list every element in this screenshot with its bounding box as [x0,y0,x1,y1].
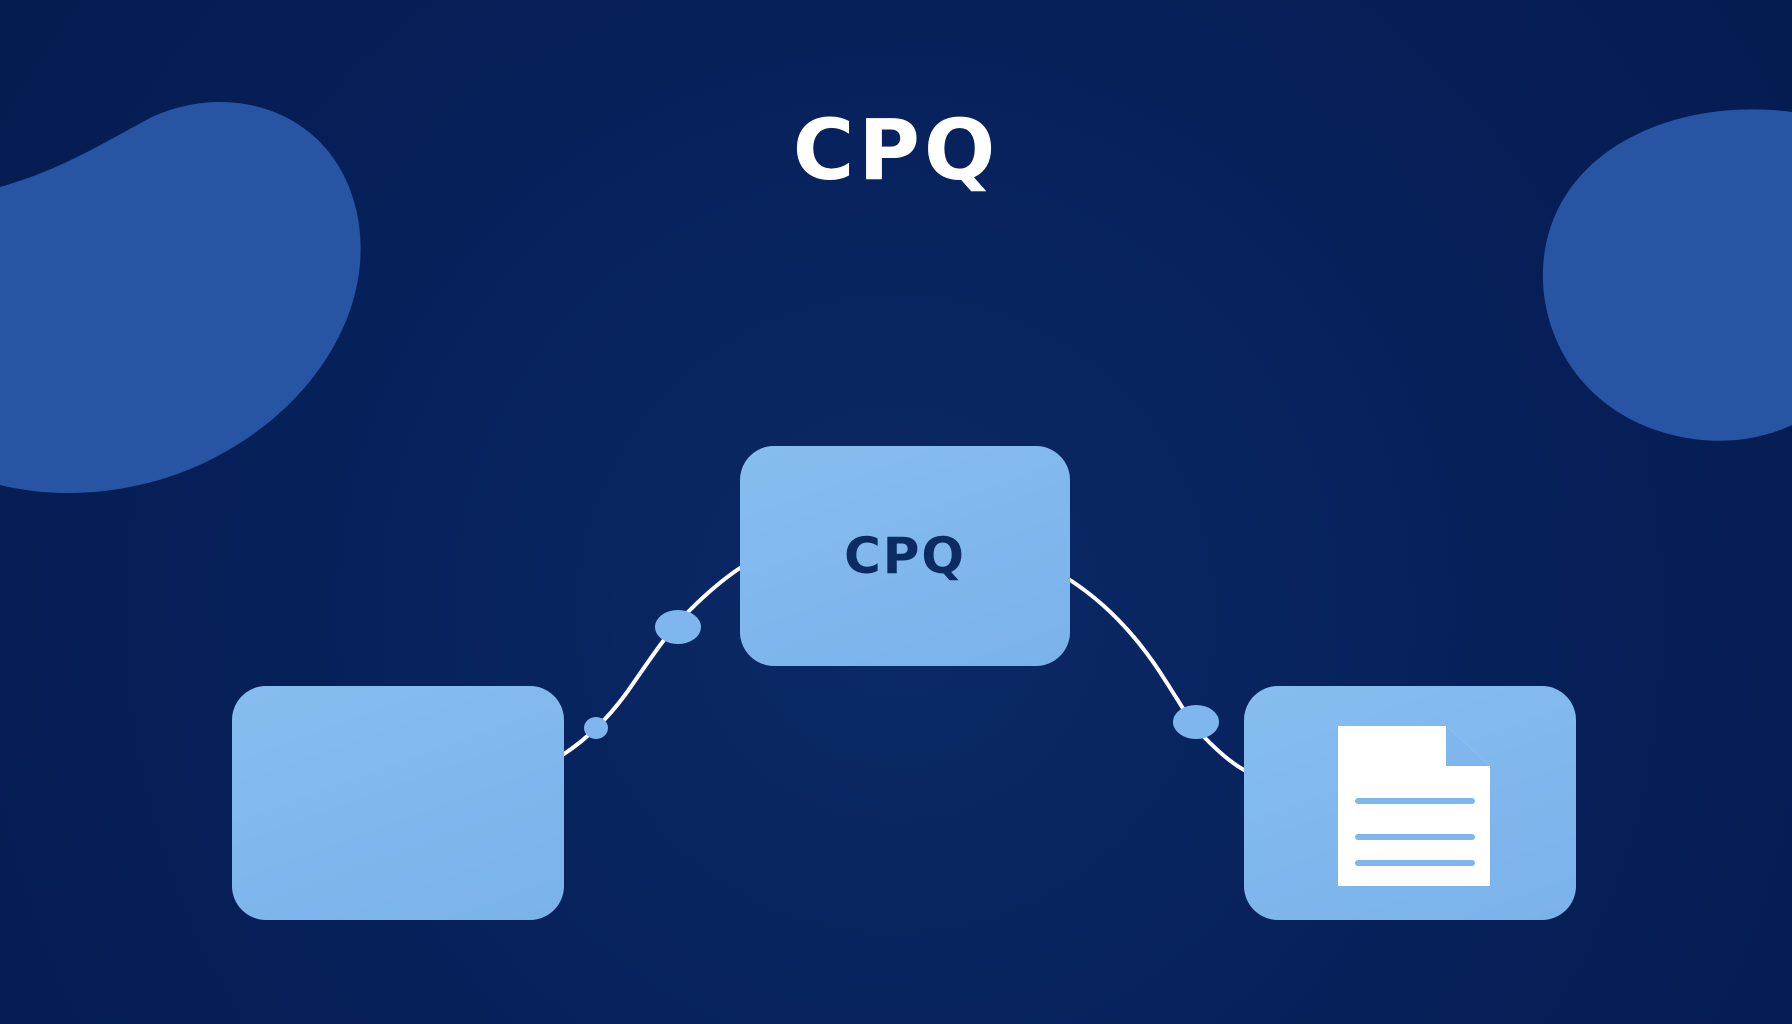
document-icon [1338,726,1490,886]
left-decorative-blob [0,102,361,493]
right-decorative-blob [1542,109,1792,441]
left-input-node [232,686,564,920]
center-node-label: CPQ [844,527,966,585]
right-output-node [1244,686,1576,920]
cpq-center-node: CPQ [740,446,1070,666]
connector-joint-large-left [655,610,701,644]
connector-joint-large-right [1173,705,1219,739]
connector-joint-small [584,717,608,739]
connector-center-to-right [1068,578,1246,772]
diagram-title: CPQ [792,101,1000,199]
